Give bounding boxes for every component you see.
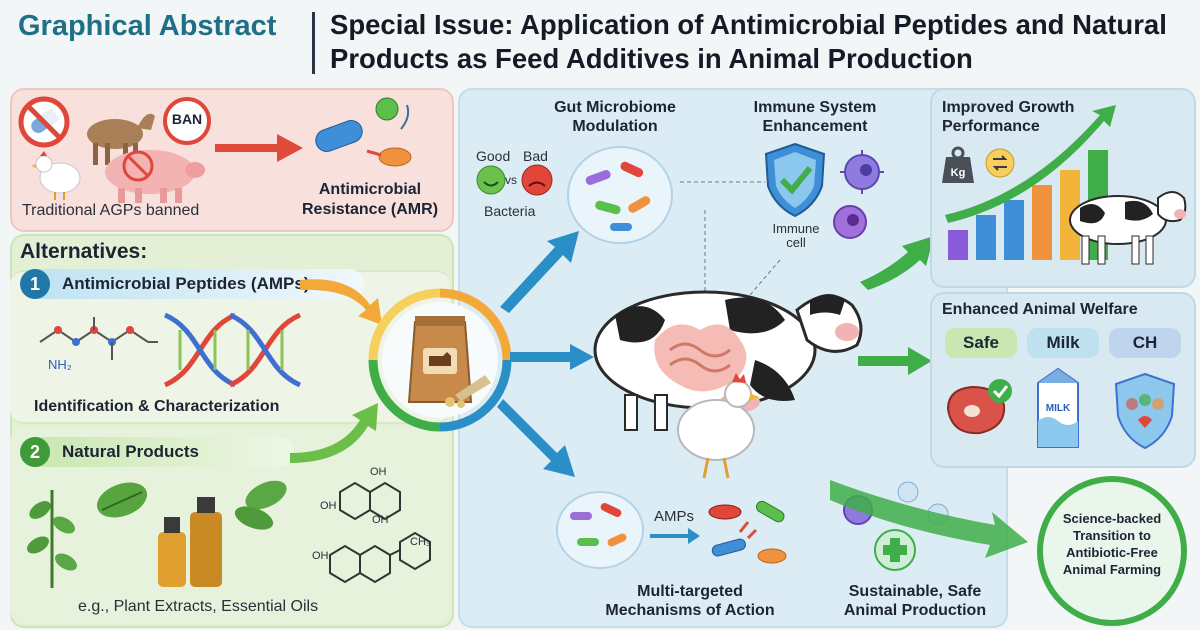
amp-label: Antimicrobial Peptides (AMPs) xyxy=(62,274,310,293)
chem-ch3-label: CH₃ xyxy=(410,536,431,548)
feed-to-gut-arrow xyxy=(500,231,579,313)
bacteria-label: Bacteria xyxy=(484,203,536,219)
traditional-agps-label: Traditional AGPs banned xyxy=(22,202,200,219)
connector-lines xyxy=(680,181,781,296)
chicken-icon xyxy=(677,373,760,479)
graphical-abstract-label: Graphical Abstract xyxy=(18,10,277,42)
essential-oil-bottles-icon xyxy=(158,497,222,587)
conclusion-text: Science-backed Transition to Antibiotic-… xyxy=(1062,511,1162,577)
good-bacteria-icon xyxy=(476,165,506,195)
peptide-structure-icon xyxy=(39,317,158,360)
mechanisms-bacteria-circle-icon xyxy=(556,491,644,569)
herb-sprig-icon xyxy=(234,480,287,530)
gut-microbiome-title: Gut Microbiome Modulation xyxy=(554,99,676,135)
hen-icon xyxy=(31,151,81,200)
chem-oh-label-3: OH xyxy=(372,514,389,526)
bad-bacteria-icon xyxy=(521,164,553,196)
sustainable-title: Sustainable, Safe Animal Production xyxy=(843,583,987,619)
immune-shield-icon xyxy=(764,142,826,218)
microbiome-circle-icon xyxy=(567,146,673,244)
pig-icon xyxy=(105,150,205,203)
alternatives-heading: Alternatives: xyxy=(20,240,148,263)
dna-helix-icon xyxy=(163,312,302,388)
chem-oh-label-4: OH xyxy=(312,550,329,562)
natural-products-label: Natural Products xyxy=(62,442,199,461)
amps-attack-arrow xyxy=(650,528,700,544)
chem-oh-label-1: OH xyxy=(370,466,387,478)
weight-icon xyxy=(942,146,974,183)
amp-number-badge: 1 xyxy=(20,269,50,299)
milk-carton-icon xyxy=(1037,367,1079,448)
feed-to-cow-arrow xyxy=(510,344,594,370)
immune-cell-icon-2 xyxy=(833,205,867,239)
amps-label: AMPs xyxy=(654,508,695,525)
pathogen-bacteria-icon xyxy=(708,500,787,564)
safe-meat-icon xyxy=(946,379,1012,435)
welfare-pill-safe: Safe xyxy=(945,328,1017,358)
immune-cell-icon-1 xyxy=(840,150,884,194)
welfare-pill-ch: CH xyxy=(1109,328,1181,358)
resistant-bacteria-icon xyxy=(315,97,412,167)
header-divider xyxy=(312,12,315,74)
amr-label: Antimicrobial Resistance (AMR) xyxy=(301,181,439,218)
natural-caption: e.g., Plant Extracts, Essential Oils xyxy=(78,598,319,615)
immune-cell-label: Immune cell xyxy=(772,221,820,250)
mechanisms-title: Multi-targeted Mechanisms of Action xyxy=(605,583,775,619)
plant-leaves-icon xyxy=(27,482,148,588)
resistance-arrow xyxy=(215,134,303,162)
flavonoid-structure-icon xyxy=(329,481,431,584)
to-conclusion-arrow xyxy=(830,480,1028,558)
exchange-icon xyxy=(985,148,1015,178)
vs-label: vs xyxy=(505,173,517,187)
feed-bag-icon xyxy=(407,316,491,408)
growth-title: Improved Growth Performance xyxy=(942,99,1075,135)
immune-title: Immune System Enhancement xyxy=(753,99,877,135)
amp-chem-label: NH₂ xyxy=(48,357,72,372)
community-health-shield-icon xyxy=(1114,372,1176,450)
dairy-cow-icon xyxy=(593,290,863,431)
milk-carton-label: MILK xyxy=(1045,403,1071,414)
weight-label: Kg xyxy=(950,167,966,179)
natural-number-badge: 2 xyxy=(20,437,50,467)
welfare-title: Enhanced Animal Welfare xyxy=(942,301,1138,318)
ban-sign-icon xyxy=(163,97,211,145)
chem-oh-label-2: OH xyxy=(320,500,337,512)
welfare-pill-milk: Milk xyxy=(1027,328,1099,358)
no-pill-icon xyxy=(18,96,70,148)
feed-to-mechanisms-arrow xyxy=(497,399,575,477)
ban-sign-text: BAN xyxy=(171,111,203,127)
cow-to-growth-arrow xyxy=(860,236,934,290)
amp-to-feed-arrow xyxy=(300,279,382,325)
bad-label: Bad xyxy=(523,148,548,164)
conclusion-circle xyxy=(1037,476,1187,626)
growth-cow-icon xyxy=(1069,191,1187,265)
amp-caption: Identification & Characterization xyxy=(34,398,280,415)
page-title: Special Issue: Application of Antimicrob… xyxy=(330,9,1167,74)
natural-header-bar xyxy=(34,437,294,467)
cow-to-welfare-arrow xyxy=(858,347,932,375)
natural-to-feed-arrow xyxy=(290,403,378,463)
good-label: Good xyxy=(476,148,511,164)
